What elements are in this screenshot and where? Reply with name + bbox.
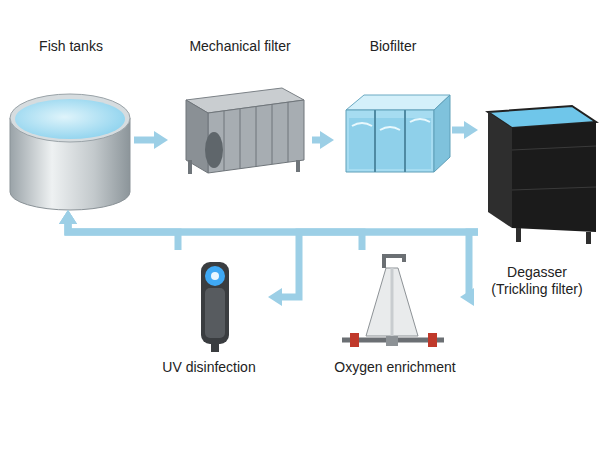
biofilter-picture-part [352,119,430,130]
filter-node: Mechanical filter [168,34,312,182]
arrow-head [59,210,77,224]
biofilter-picture-part [434,95,450,172]
drum-filter-picture-part [208,100,304,173]
fish-tank-picture-part [10,94,130,142]
uv-lamp-picture-part [211,272,219,280]
flow-line [280,232,478,297]
component-label: Fish tanks [12,38,130,55]
component-label: Oxygen enrichment [334,359,456,376]
flow-line [452,127,466,134]
degasser-node: Degasser (Trickling filter) [478,98,596,302]
oxygen-node: Oxygen enrichment [330,250,460,380]
degasser-picture-part [512,122,596,232]
biofilter-picture [346,95,450,172]
uv-lamp-picture-part [205,288,225,338]
arrow-head [59,210,77,224]
arrow-head [59,210,77,224]
degasser-picture-part [516,228,521,242]
biofilter-picture-part [346,95,450,110]
component-label: Biofilter [338,38,448,55]
flow-line [68,222,178,250]
degasser-picture-part [488,112,512,228]
flow-arrow [452,121,478,139]
flow-arrow [460,232,478,306]
uv-lamp-picture-part [201,262,229,344]
oxygen-cone-picture-part [391,268,394,336]
tank-node: Fish tanks [8,34,134,210]
oxygen-cone-picture-part [384,256,404,268]
fish-tank-picture-part [15,99,125,139]
uv-node: UV disinfection [150,250,268,380]
drum-filter-picture-part [188,160,192,174]
flow-arrow [59,210,362,250]
degasser-picture [488,106,596,244]
biofilter-picture-part [346,110,434,172]
biofilter-picture-part [349,118,431,169]
biofilter-picture-part [374,110,376,172]
drum-filter-picture-part [296,160,300,172]
oxygen-cone-picture-part [366,268,418,336]
arrow-head [268,288,282,306]
drum-filter-picture-part [256,107,257,167]
drum-filter-picture-part [240,109,241,169]
uv-lamp-picture [201,262,229,352]
fish-tank-picture [10,94,130,210]
degasser-picture-part [512,146,596,150]
uv-lamp-picture-part [211,342,219,352]
oxygen-cone-picture-part [386,336,398,346]
oxygen-cone-picture-part [428,333,437,347]
arrow-head [154,131,168,149]
uv-lamp-picture-part [205,266,225,286]
biofilter-node: Biofilter [334,34,452,180]
flow-line [134,137,156,144]
flow-arrow [312,131,334,149]
arrow-head [320,131,334,149]
drum-filter-picture-part [288,102,289,162]
degasser-picture-part [512,187,596,190]
degasser-picture-part [586,232,591,244]
drum-filter-picture-part [205,132,223,168]
flow-line [68,222,362,250]
flow-arrow [134,131,168,149]
flow-arrow [268,232,478,306]
oxygen-cone-picture [342,256,444,347]
flow-line [469,232,478,297]
oxygen-cone-picture-part [350,333,359,347]
component-label: Mechanical filter [172,38,308,55]
biofilter-picture-part [404,110,406,172]
component-label: Degasser (Trickling filter) [482,264,592,298]
arrow-head [464,121,478,139]
arrow-head [460,288,474,306]
drum-filter-picture-part [224,111,225,171]
component-label: UV disinfection [154,359,264,376]
drum-filter-picture-part [272,104,273,164]
drum-filter-picture-part [186,100,208,173]
drum-filter-picture [186,88,304,174]
